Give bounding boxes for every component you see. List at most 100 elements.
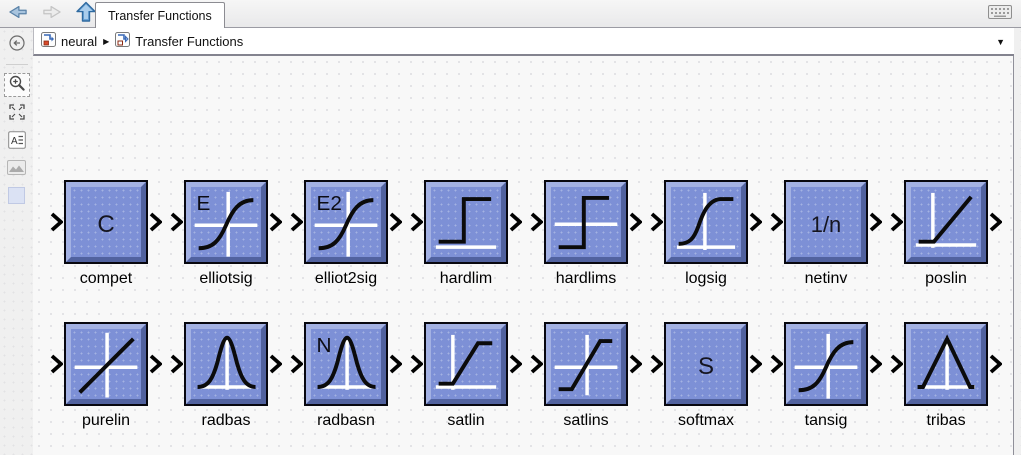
input-port-icon: [530, 212, 543, 232]
collapse-panel-button[interactable]: [5, 34, 29, 56]
input-port-icon: [770, 212, 783, 232]
block-softmax[interactable]: S softmax: [646, 322, 766, 430]
breadcrumb-separator-icon: ▶: [103, 36, 110, 46]
annotation-icon: A: [7, 130, 26, 154]
output-port-icon: [149, 354, 162, 374]
block-satlins[interactable]: satlins: [526, 322, 646, 430]
input-port-icon: [890, 212, 903, 232]
block-label: purelin: [81, 412, 131, 429]
block-hardlims[interactable]: hardlims: [526, 180, 646, 288]
output-port-icon: [269, 354, 282, 374]
block-icon: E2: [304, 180, 388, 264]
back-icon: [7, 3, 29, 26]
svg-text:C: C: [97, 211, 114, 238]
library-icon: [41, 32, 56, 50]
svg-text:E2: E2: [316, 192, 341, 215]
input-port-icon: [650, 212, 663, 232]
svg-text:N: N: [316, 334, 331, 357]
svg-text:S: S: [698, 353, 714, 380]
block-netinv[interactable]: 1/n netinv: [766, 180, 886, 288]
fit-to-view-button[interactable]: [5, 103, 29, 125]
block-label: satlin: [447, 412, 485, 429]
output-port-icon: [629, 354, 642, 374]
block-label: poslin: [925, 270, 967, 287]
color-swatch-button[interactable]: [5, 187, 29, 209]
breadcrumb-dropdown-caret[interactable]: ▼: [996, 37, 1005, 47]
output-port-icon: [509, 212, 522, 232]
block-label: satlins: [563, 412, 609, 429]
input-port-icon: [290, 354, 303, 374]
block-label: softmax: [677, 412, 734, 429]
block-compet[interactable]: C compet: [46, 180, 166, 288]
block-label: tribas: [926, 412, 966, 429]
input-port-icon: [770, 354, 783, 374]
block-label: logsig: [685, 270, 727, 287]
block-satlin[interactable]: satlin: [406, 322, 526, 430]
output-port-icon: [989, 354, 1002, 374]
annotation-tool-button[interactable]: A: [5, 130, 29, 154]
output-port-icon: [389, 354, 402, 374]
block-icon: [784, 322, 868, 406]
block-icon: 1/n: [784, 180, 868, 264]
up-to-parent-button[interactable]: [74, 1, 98, 25]
breadcrumb-item-neural[interactable]: neural: [41, 32, 97, 50]
zoom-tool-button[interactable]: [3, 73, 30, 97]
block-label: tansig: [804, 412, 848, 429]
block-icon: [184, 322, 268, 406]
output-port-icon: [629, 212, 642, 232]
input-port-icon: [290, 212, 303, 232]
output-port-icon: [149, 212, 162, 232]
block-poslin[interactable]: poslin: [886, 180, 1006, 288]
output-port-icon: [509, 354, 522, 374]
circle-left-arrow-icon: [8, 34, 26, 57]
forward-icon: [41, 3, 63, 26]
input-port-icon: [50, 212, 63, 232]
block-icon: [64, 322, 148, 406]
breadcrumb-item-transfer-functions[interactable]: Transfer Functions: [115, 32, 243, 50]
block-radbas[interactable]: radbas: [166, 322, 286, 430]
block-row-1: C compet E elliotsig E2 elliot2sig: [46, 180, 1006, 288]
output-port-icon: [869, 354, 882, 374]
block-hardlim[interactable]: hardlim: [406, 180, 526, 288]
input-port-icon: [50, 354, 63, 374]
back-button[interactable]: [6, 3, 30, 25]
block-elliot2sig[interactable]: E2 elliot2sig: [286, 180, 406, 288]
block-icon: C: [64, 180, 148, 264]
block-label: radbasn: [317, 412, 375, 429]
output-port-icon: [749, 212, 762, 232]
block-icon: S: [664, 322, 748, 406]
block-label: hardlim: [439, 270, 493, 287]
image-tool-button[interactable]: [5, 159, 29, 181]
block-icon: [424, 180, 508, 264]
keyboard-icon: [988, 4, 1012, 24]
block-icon: N: [304, 322, 388, 406]
input-port-icon: [410, 212, 423, 232]
breadcrumb: neural ▶ Transfer Functions ▼: [33, 28, 1014, 56]
input-port-icon: [530, 354, 543, 374]
sidebar-divider: [5, 64, 28, 65]
image-icon: [7, 160, 26, 180]
block-label: elliotsig: [199, 270, 253, 287]
library-canvas[interactable]: C compet E elliotsig E2 elliot2sig: [33, 56, 1014, 455]
block-logsig[interactable]: logsig: [646, 180, 766, 288]
block-radbasn[interactable]: N radbasn: [286, 322, 406, 430]
block-purelin[interactable]: purelin: [46, 322, 166, 430]
tab-bar: Transfer Functions: [0, 0, 1021, 28]
input-port-icon: [890, 354, 903, 374]
forward-button[interactable]: [40, 3, 64, 25]
block-label: hardlims: [555, 270, 617, 287]
block-elliotsig[interactable]: E elliotsig: [166, 180, 286, 288]
block-row-2: purelin radbas N radbasn satlin: [46, 322, 1006, 430]
block-tansig[interactable]: tansig: [766, 322, 886, 430]
block-label: elliot2sig: [314, 270, 378, 287]
output-port-icon: [749, 354, 762, 374]
svg-text:A: A: [11, 136, 18, 147]
block-tribas[interactable]: tribas: [886, 322, 1006, 430]
tab-transfer-functions[interactable]: Transfer Functions: [95, 2, 225, 28]
breadcrumb-label: Transfer Functions: [135, 33, 244, 49]
block-label: compet: [79, 270, 133, 287]
keyboard-shortcuts-button[interactable]: [987, 4, 1013, 24]
block-icon: [544, 322, 628, 406]
block-label: netinv: [804, 270, 848, 287]
block-icon: E: [184, 180, 268, 264]
